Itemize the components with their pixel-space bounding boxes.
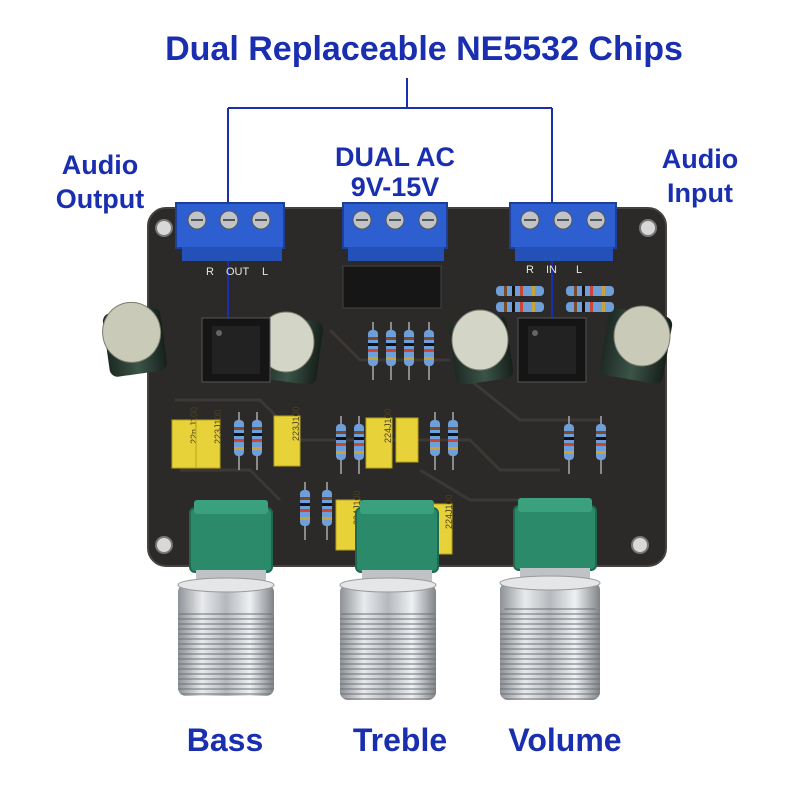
silk-in: IN [546,264,557,276]
audio-input-label: Audio Input [640,142,760,210]
cap-code-1: 22n J100 [189,407,199,444]
silk-l-in: L [576,264,582,276]
resistor [322,490,332,526]
resistor [424,330,434,366]
mounting-holes [155,219,657,554]
silk-l-out: L [262,266,268,278]
film-capacitors: 22n J100 223J100 223J100 224J100 224J100… [171,406,454,555]
resistor [354,424,364,460]
dual-ac-line-2: 9V-15V [350,172,440,202]
terminal-block-output [175,202,285,261]
audio-output-line-1: Audio [61,150,139,180]
terminal-block-power [342,202,448,261]
resistor [234,420,244,456]
resistor [404,330,414,366]
resistor [448,420,458,456]
terminal-block-input [509,202,617,261]
silkscreen-out: R OUT L [206,266,268,278]
audio-output-line-2: Output [55,184,145,214]
cap-code-6: 224J100 [444,494,454,529]
volume-label: Volume [508,722,622,758]
audio-output-label: Audio Output [40,148,160,216]
cap-code-5: 224J100 [352,490,362,525]
cap-code-2: 223J100 [213,409,223,444]
pcb-board [148,208,666,566]
audio-input-line-2: Input [667,178,733,208]
silk-r-out: R [206,266,214,278]
ne5532-chip-right [517,317,587,383]
cap-code-3: 223J100 [291,406,301,441]
potentiometer-volume[interactable] [499,498,601,700]
audio-input-line-1: Audio [661,144,739,174]
resistor [596,424,606,460]
resistor [368,330,378,366]
bass-label: Bass [186,722,264,758]
potentiometer-bass[interactable] [177,500,275,696]
dual-ac-line-1: DUAL AC [335,142,455,172]
dual-ac-label: DUAL AC 9V-15V [300,142,490,202]
resistor [430,420,440,456]
resistor [564,424,574,460]
cap-code-4: 224J100 [383,408,393,443]
resistor [300,490,310,526]
resistor [386,330,396,366]
resistor [336,424,346,460]
resistors [234,286,614,540]
silkscreen-in: R IN L [526,264,582,276]
electrolytic-capacitors [102,301,673,385]
treble-label: Treble [352,722,448,758]
bridge-rectifier [342,265,442,309]
silk-out: OUT [226,266,250,278]
potentiometer-treble[interactable] [339,500,439,700]
silk-r-in: R [526,264,534,276]
resistor [252,420,262,456]
title-callout: Dual Replaceable NE5532 Chips [165,30,683,68]
ne5532-chip-left [201,317,271,383]
